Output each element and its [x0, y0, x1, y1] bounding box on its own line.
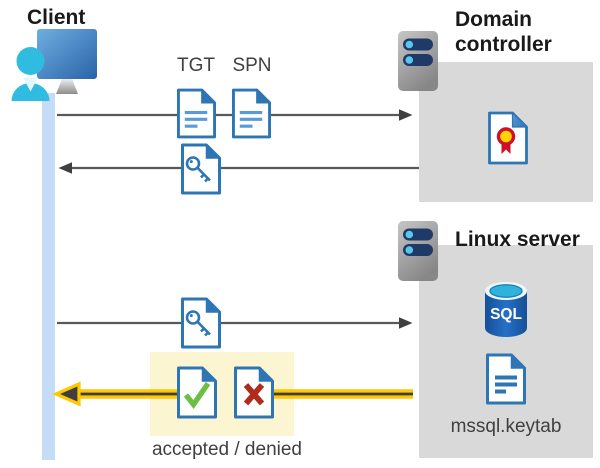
accepted-document-icon	[177, 366, 218, 419]
sql-database-icon: SQL	[485, 282, 527, 337]
monitor-icon	[37, 29, 97, 94]
client-icon	[11, 29, 97, 101]
person-icon	[11, 47, 50, 101]
arrow-auth-result	[51, 381, 413, 407]
x-icon	[243, 383, 265, 406]
key-icon	[185, 156, 211, 183]
domain-controller-server-icon	[398, 31, 438, 91]
client-timeline-bar	[42, 93, 55, 460]
denied-document-icon	[234, 366, 275, 419]
certificate-icon	[488, 111, 528, 165]
accepted-denied-label: accepted / denied	[151, 439, 302, 460]
domain-controller-label: Domain controller	[455, 8, 552, 56]
sql-label: SQL	[490, 306, 522, 323]
keytab-file-icon	[486, 353, 527, 405]
tgt-label: TGT	[177, 55, 215, 76]
linux-server-icon	[398, 221, 438, 281]
keytab-label: mssql.keytab	[450, 416, 562, 437]
spn-document-icon	[231, 88, 272, 139]
arrow-ticket-request	[57, 109, 413, 121]
spn-label: SPN	[232, 55, 272, 76]
client-label: Client	[27, 6, 86, 29]
key-ticket-icon-response	[181, 143, 222, 195]
arrow-service-ticket	[57, 317, 413, 329]
arrow-ticket-response	[58, 162, 419, 174]
key-ticket-icon-request	[181, 297, 222, 349]
linux-server-box	[419, 245, 593, 458]
key-icon	[185, 310, 211, 337]
tgt-document-icon	[176, 88, 217, 139]
check-icon	[183, 381, 211, 410]
linux-server-label: Linux server	[455, 228, 580, 251]
